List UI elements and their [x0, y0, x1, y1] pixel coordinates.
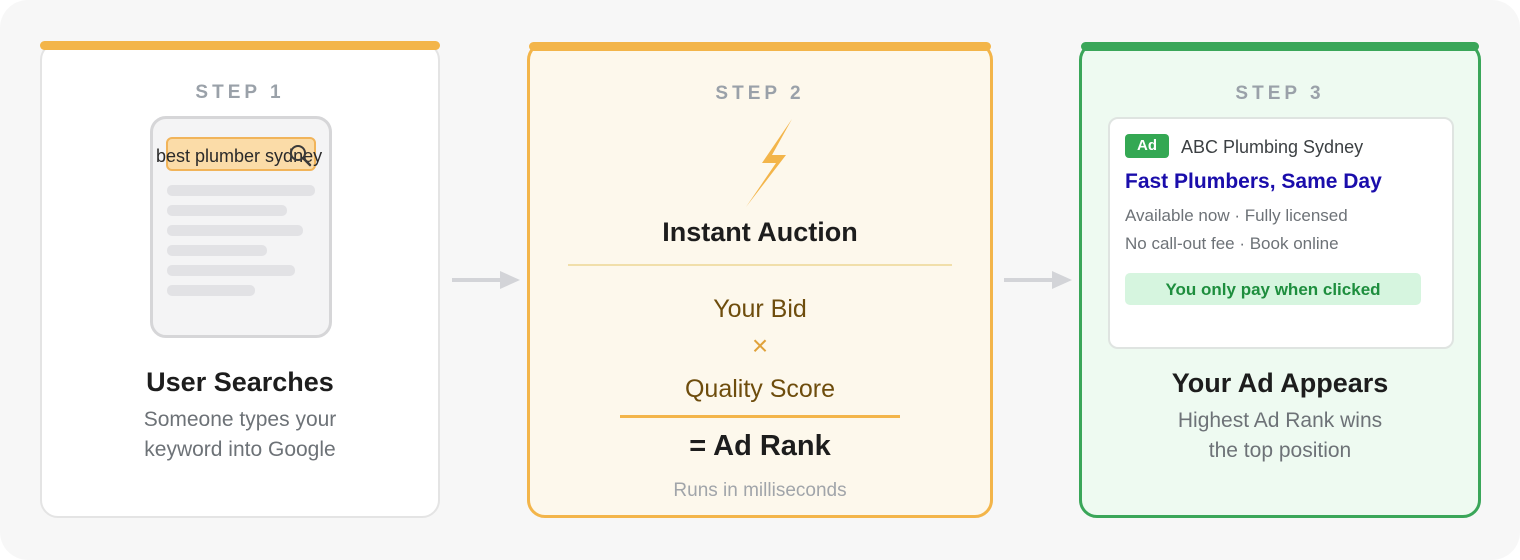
search-box: best plumber sydney [156, 137, 322, 171]
step-2-footnote: Runs in milliseconds [673, 480, 847, 501]
step-3-label: STEP 3 [1235, 83, 1325, 104]
step-1-label: STEP 1 [195, 82, 285, 103]
ad-badge: Ad [1125, 134, 1169, 158]
step-1-description-line: keyword into Google [144, 438, 336, 461]
formula-divider [620, 415, 900, 418]
result-placeholder-line [167, 205, 287, 216]
step-2-accent-bar [529, 42, 991, 51]
step-1-card: STEP 1 best plumber sydney User Searches… [40, 41, 440, 518]
ad-advertiser-name: ABC Plumbing Sydney [1181, 137, 1364, 157]
step-2-card: STEP 2 Instant Auction Your Bid × Qualit… [527, 42, 993, 518]
step-3-description: Highest Ad Rank wins the top position [1082, 406, 1478, 466]
lightning-bolt-icon [746, 119, 792, 207]
arrow-right-icon [452, 271, 520, 289]
step-2-label: STEP 2 [715, 83, 805, 104]
step-3-description-line: Highest Ad Rank wins [1177, 409, 1383, 432]
arrow-right-icon [1004, 271, 1072, 289]
formula-quality-score: Quality Score [684, 375, 836, 403]
ad-description-line: No call-out fee · Book online [1125, 234, 1339, 253]
ad-description-line: Available now · Fully licensed [1125, 206, 1348, 225]
step-1-description-line: Someone types your [143, 408, 337, 431]
title-divider [568, 264, 952, 266]
result-placeholder-line [167, 285, 255, 296]
phone-mockup: best plumber sydney [150, 116, 332, 338]
step-3-description-line: the top position [1208, 439, 1352, 462]
step-3-accent-bar [1081, 42, 1479, 51]
pay-per-click-callout: You only pay when clicked [1125, 273, 1421, 305]
step-3-card: STEP 3 Ad ABC Plumbing Sydney Fast Plumb… [1079, 42, 1481, 518]
ad-headline-link[interactable]: Fast Plumbers, Same Day [1125, 170, 1382, 193]
formula-result: = Ad Rank [689, 430, 831, 462]
result-placeholder-line [167, 185, 315, 196]
search-query: best plumber sydney [156, 146, 323, 166]
multiply-operator: × [751, 330, 769, 361]
search-ad-preview: Ad ABC Plumbing Sydney Fast Plumbers, Sa… [1108, 117, 1454, 349]
magnifier-icon [290, 145, 312, 167]
result-placeholder-line [167, 265, 295, 276]
step-1-title: User Searches [146, 367, 334, 397]
step-3-title: Your Ad Appears [1171, 368, 1389, 398]
step-1-description: Someone types your keyword into Google [42, 405, 438, 465]
step-1-accent-bar [40, 41, 440, 50]
step-2-title: Instant Auction [662, 217, 858, 247]
formula-your-bid: Your Bid [713, 295, 807, 323]
result-placeholder-line [167, 225, 303, 236]
result-placeholder-line [167, 245, 267, 256]
